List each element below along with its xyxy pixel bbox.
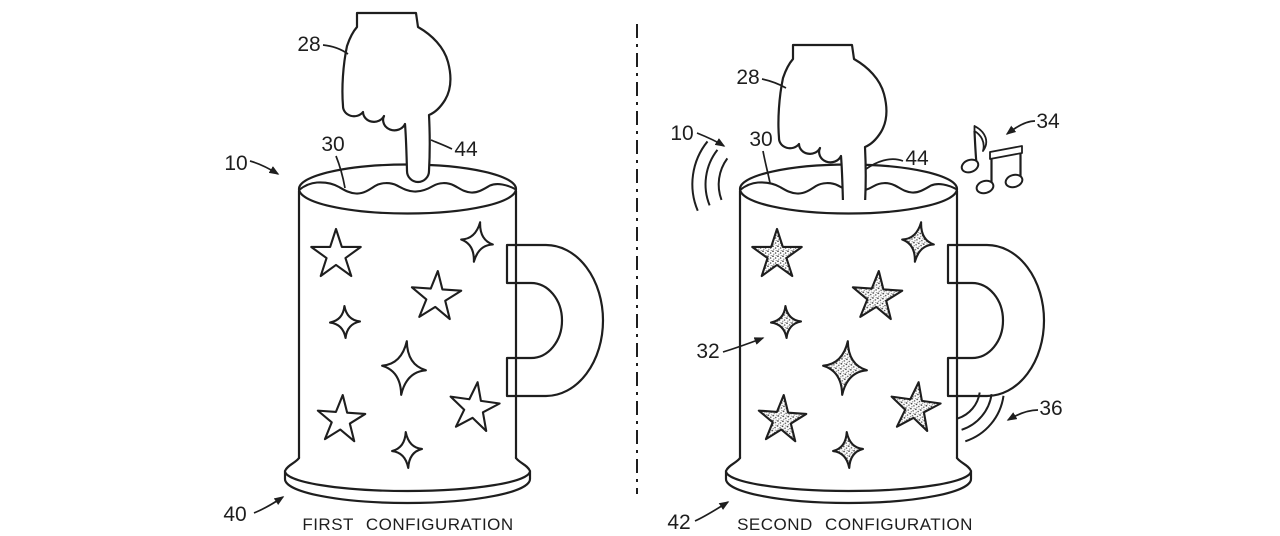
leader-arrow-36	[1006, 409, 1039, 421]
leader-arrow-32	[722, 337, 765, 353]
ref-label-mug-right: 10	[670, 122, 693, 145]
second-configuration-figure: 28 10 30 44 34 32 36 42 SECOND CONFIGURA…	[667, 43, 1063, 534]
ref-label-star: 32	[696, 340, 719, 363]
ref-label-base-left: 40	[223, 503, 246, 526]
leader-arrow-40	[253, 496, 285, 514]
ref-label-mug-left: 10	[224, 152, 247, 175]
leader-arrow-10	[249, 160, 280, 175]
ref-label-hand-right: 28	[736, 66, 759, 89]
leader-line-28	[761, 78, 787, 89]
ref-label-music: 34	[1036, 110, 1060, 133]
ref-label-vibration: 36	[1039, 397, 1062, 420]
ref-label-finger-left: 44	[454, 138, 478, 161]
music-notes-icon	[960, 125, 1024, 195]
leader-arrow-10	[696, 132, 726, 147]
leader-line-30	[762, 150, 771, 184]
figure-caption-second: SECOND CONFIGURATION	[737, 515, 973, 534]
leader-line-30	[335, 155, 346, 189]
leader-arrow-34	[1005, 120, 1036, 135]
ref-label-topping-left: 30	[321, 133, 344, 156]
figure-caption-first: FIRST CONFIGURATION	[302, 515, 513, 534]
leader-arrow-42	[694, 501, 730, 522]
ref-label-topping-right: 30	[749, 128, 772, 151]
vibration-lines-icon-right	[957, 392, 1005, 443]
leader-line-28	[322, 44, 349, 55]
ref-label-finger-right: 44	[905, 147, 929, 170]
vibration-lines-icon-left	[691, 140, 729, 212]
ref-label-hand-left: 28	[297, 33, 320, 56]
ref-label-base-right: 42	[667, 511, 690, 534]
leader-line-44	[430, 139, 453, 150]
first-configuration-figure: 28 30 44 10 40 FIRST CONFIGURATION	[223, 11, 605, 534]
leader-line-44	[865, 158, 904, 170]
